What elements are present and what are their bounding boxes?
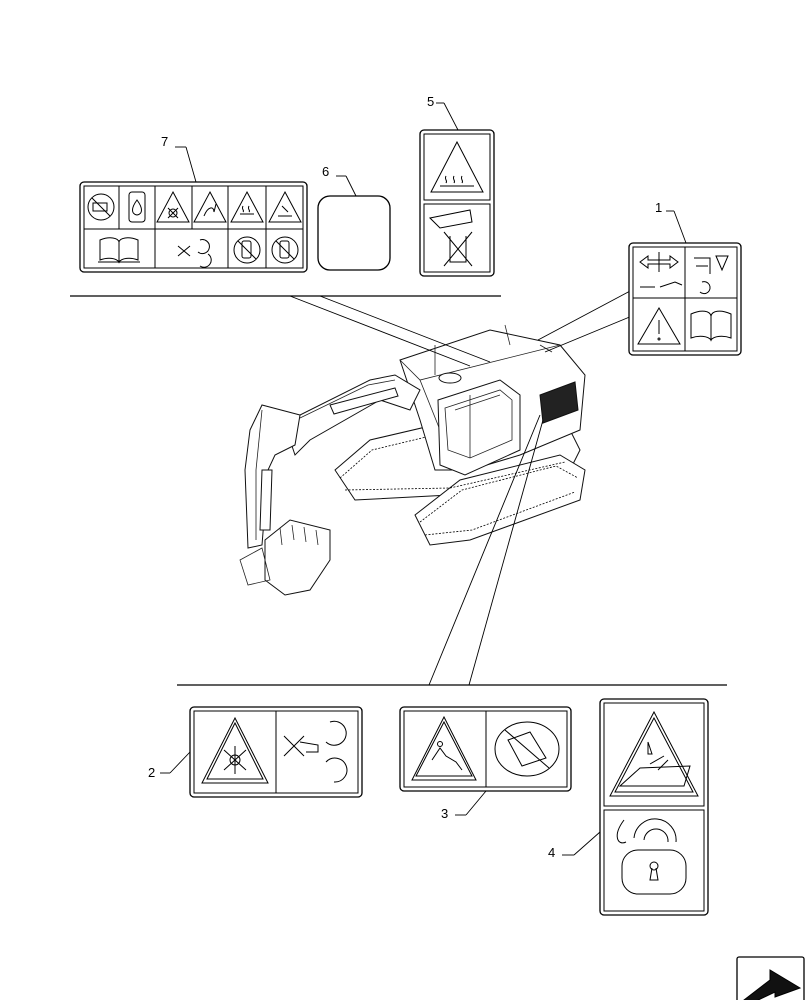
callout-5: 5 bbox=[427, 94, 434, 109]
no-touch-icon bbox=[428, 209, 473, 267]
decal-7: 7 bbox=[79, 134, 308, 273]
fan-warning-icon bbox=[201, 716, 269, 784]
callout-7: 7 bbox=[161, 134, 168, 149]
excavator-drawing bbox=[239, 324, 586, 596]
no-hand-rotation-icon bbox=[177, 239, 212, 268]
fall-hazard-icon bbox=[411, 715, 477, 781]
no-hand-rotation-icon bbox=[283, 720, 348, 783]
coolant-icon bbox=[128, 191, 146, 223]
fan-warning-icon bbox=[156, 190, 190, 223]
padlock-icon bbox=[616, 818, 687, 895]
hot-surface-warning-icon bbox=[230, 190, 264, 223]
callout-2: 2 bbox=[148, 765, 155, 780]
next-page-arrow-icon[interactable] bbox=[736, 956, 805, 1000]
no-phone-icon bbox=[271, 236, 299, 264]
fuel-pump-icon bbox=[694, 255, 729, 295]
no-engine-icon bbox=[87, 193, 115, 221]
no-step-icon bbox=[494, 721, 560, 777]
callout-3: 3 bbox=[441, 806, 448, 821]
decal-6: 6 bbox=[317, 164, 391, 271]
decal-5: 5 bbox=[419, 94, 495, 277]
warning-triangle-icon bbox=[637, 307, 681, 345]
callout-1: 1 bbox=[655, 200, 662, 215]
manual-book-icon bbox=[690, 310, 732, 342]
fluid-warning-icon bbox=[268, 190, 302, 223]
crush-hazard-icon bbox=[609, 710, 699, 797]
no-phone-icon bbox=[233, 236, 261, 264]
decal-2: 2 bbox=[148, 706, 363, 798]
decal-3: 3 bbox=[399, 706, 572, 821]
decal-4: 4 bbox=[548, 698, 709, 916]
leader-lines bbox=[70, 289, 727, 686]
hose-warning-icon bbox=[193, 190, 227, 223]
wide-arrows-icon bbox=[639, 252, 683, 288]
manual-book-icon bbox=[98, 237, 140, 264]
callout-4: 4 bbox=[548, 845, 555, 860]
decal-1: 1 bbox=[628, 200, 742, 356]
callout-6: 6 bbox=[322, 164, 329, 179]
hot-surface-warning-icon bbox=[430, 140, 484, 193]
